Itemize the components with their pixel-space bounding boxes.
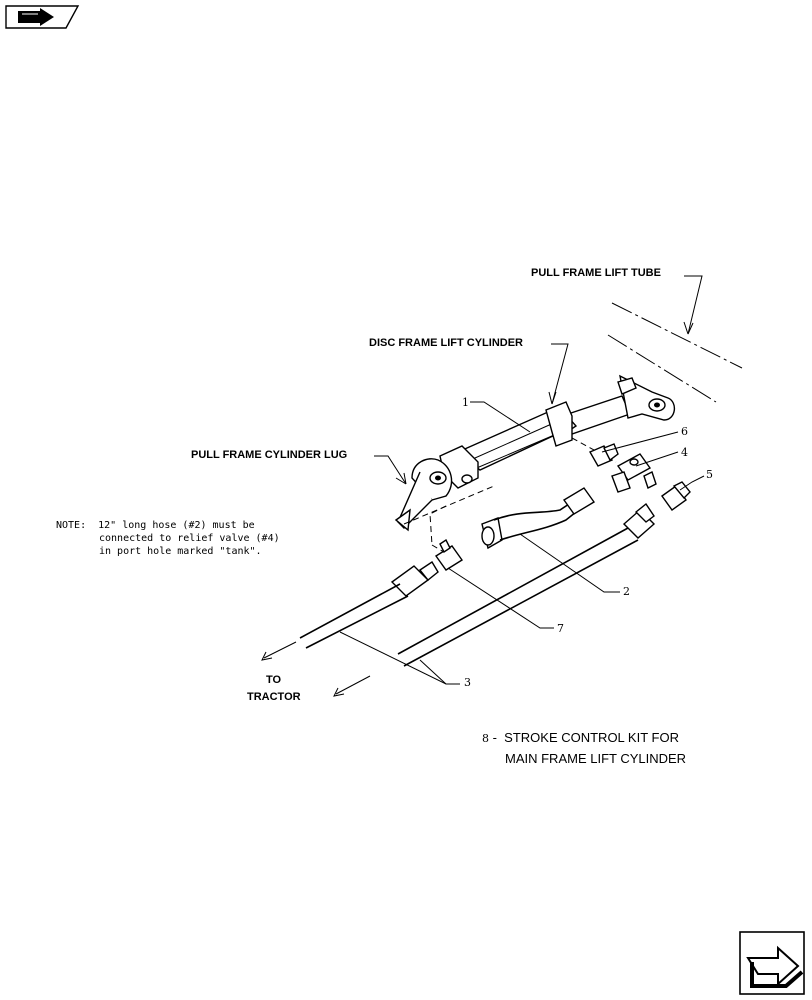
disc-frame-lift-cylinder-leader <box>551 343 569 405</box>
item-number-6: 6 <box>681 425 688 438</box>
kit-line-1: - STROKE CONTROL KIT FOR <box>489 730 679 745</box>
pull-frame-cylinder-lug-label: PULL FRAME CYLINDER LUG <box>191 449 347 461</box>
fitting-5 <box>661 481 691 511</box>
leader-line <box>339 631 460 685</box>
leader-line <box>419 659 447 685</box>
leader-arrowhead <box>395 472 407 485</box>
leader-line <box>601 431 679 453</box>
note-line-2: connected to relief valve (#4) <box>99 533 280 544</box>
long-hose-3-right <box>333 502 656 697</box>
short-hose-2 <box>481 487 596 550</box>
hidden-line <box>431 544 445 553</box>
item-number-1: 1 <box>462 396 469 409</box>
fitting-7 <box>434 538 464 571</box>
note-line-1: NOTE: 12" long hose (#2) must be <box>56 520 255 531</box>
tractor-label: TRACTOR <box>247 691 301 703</box>
pull-frame-cylinder-lug-leader <box>374 455 407 485</box>
note-line-3: in port hole marked "tank". <box>99 546 262 557</box>
pull-frame-lift-tube-label: PULL FRAME LIFT TUBE <box>531 267 661 279</box>
hidden-line <box>403 485 495 525</box>
kit-line-2: MAIN FRAME LIFT CYLINDER <box>505 751 686 766</box>
to-label: TO <box>266 674 282 686</box>
item-number-7: 7 <box>557 622 564 635</box>
leader-line <box>635 451 679 467</box>
pull-frame-lift-tube-leader <box>684 275 703 335</box>
item-number-2: 2 <box>623 585 630 598</box>
item-number-4: 4 <box>681 446 688 459</box>
long-hose-3-left <box>261 561 439 661</box>
fitting-6 <box>589 443 619 467</box>
book-arrow-icon[interactable] <box>5 5 80 29</box>
leader-line <box>679 475 705 491</box>
relief-valve-4 <box>611 453 657 493</box>
leader-line <box>470 401 531 433</box>
pull-frame-lift-tube <box>607 302 743 403</box>
item-number-5: 5 <box>706 468 713 481</box>
leader-arrowhead <box>548 391 557 405</box>
hidden-line <box>429 505 447 546</box>
disc-frame-lift-cylinder-label: DISC FRAME LIFT CYLINDER <box>369 337 523 349</box>
leader-arrowhead <box>683 321 694 335</box>
kit-item-number: 8 <box>482 732 489 745</box>
leader-line <box>447 567 554 629</box>
hydraulic-cylinder <box>394 374 675 532</box>
leader-line <box>519 533 620 593</box>
item-number-3: 3 <box>464 676 471 689</box>
next-page-arrow-icon[interactable] <box>739 931 805 995</box>
